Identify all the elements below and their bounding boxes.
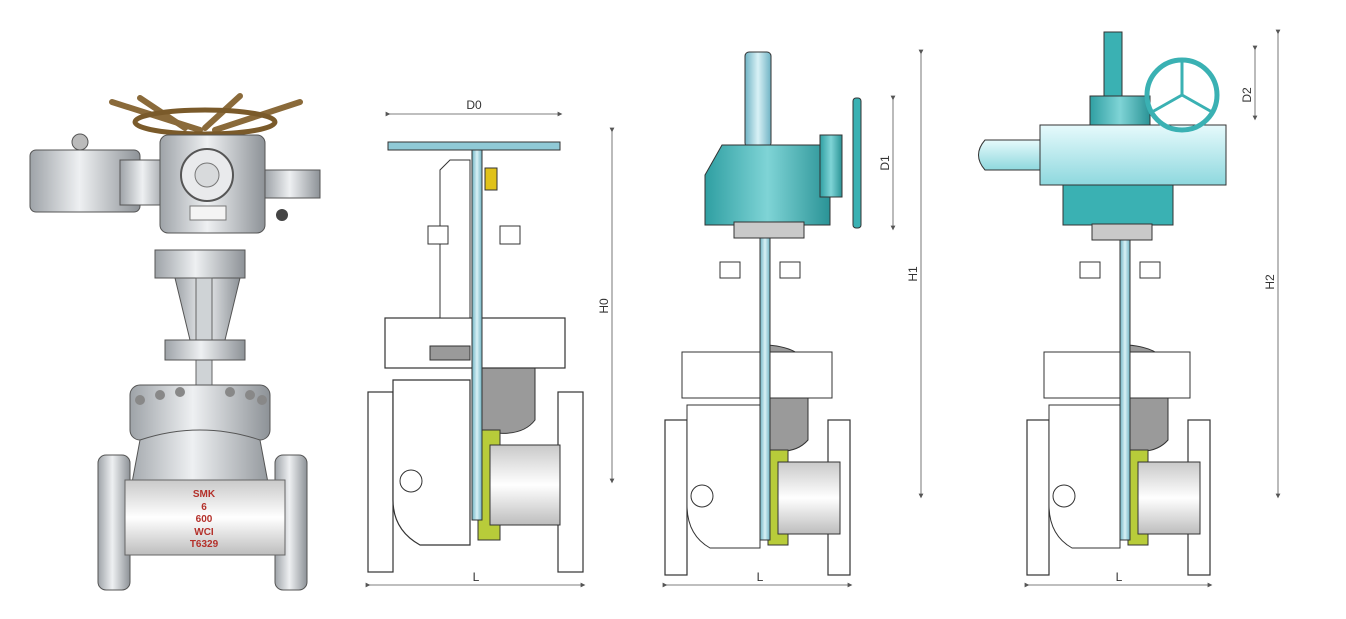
drawing-handwheel-valve: D0 H0 L: [365, 98, 615, 588]
casting-mark: 6: [201, 502, 207, 513]
dimension-label-l: L: [757, 570, 764, 584]
drawing-gear-operated-valve: D1 H1 L: [662, 49, 924, 588]
dimension-label-d2: D2: [1240, 87, 1254, 103]
body-casting-marks: SMK 6 600 WCI T6329: [190, 489, 219, 550]
actuator-handwheel: [1144, 57, 1220, 133]
dimension-label-h2: H2: [1263, 274, 1277, 290]
dimension-label-d0: D0: [466, 98, 482, 112]
gear-handwheel: [852, 97, 862, 229]
electric-motor-nose: [978, 139, 1041, 171]
dimension-label-d1: D1: [878, 155, 892, 171]
casting-mark: WCI: [194, 527, 214, 538]
dimension-label-h0: H0: [597, 298, 611, 314]
dimension-label-h1: H1: [906, 266, 920, 282]
gearbox: [704, 144, 831, 226]
handwheel: [387, 141, 561, 151]
gearbox-stem-cover: [744, 51, 772, 148]
electric-actuator-body: [1039, 124, 1227, 186]
casting-mark: 600: [196, 514, 213, 525]
casting-mark: T6329: [190, 539, 219, 550]
actuator-top-cap: [1103, 31, 1123, 99]
dimension-label-l: L: [1116, 570, 1123, 584]
valve-photo: SMK 6 600 WCI T6329: [29, 93, 321, 591]
casting-mark: SMK: [193, 489, 216, 500]
dimension-label-l: L: [473, 570, 480, 584]
drawing-electric-actuated-valve: D2 H2 L: [978, 29, 1281, 588]
